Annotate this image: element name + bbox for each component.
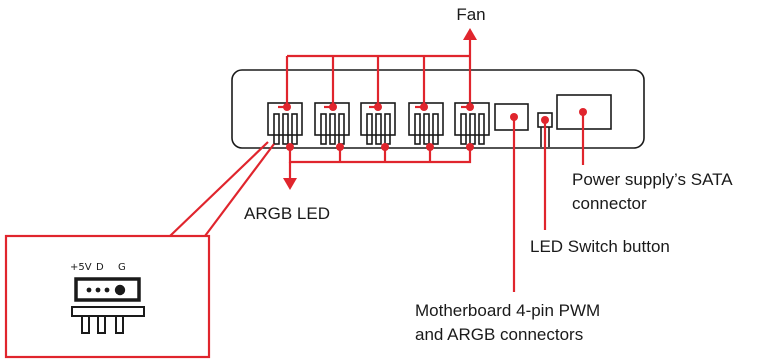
power-supply-label-line2: connector bbox=[572, 194, 647, 213]
sata-leader bbox=[579, 108, 587, 165]
motherboard-label-line1: Motherboard 4-pin PWM bbox=[415, 301, 600, 320]
led-switch-label: LED Switch button bbox=[530, 237, 670, 256]
pin-label-ground: G bbox=[118, 262, 126, 273]
argb-pinout-header bbox=[71, 277, 145, 334]
motherboard-connector bbox=[494, 103, 529, 131]
fan-wiring bbox=[278, 54, 474, 111]
pinout-callout-lines bbox=[169, 141, 275, 237]
motherboard-leader bbox=[510, 113, 518, 292]
motherboard-label-line2: and ARGB connectors bbox=[415, 325, 583, 344]
led-switch-leader bbox=[541, 116, 549, 230]
power-supply-label-line1: Power supply’s SATA bbox=[572, 170, 733, 189]
pin-label-5v: +5V bbox=[70, 262, 92, 273]
fan-label: Fan bbox=[456, 5, 485, 24]
argb-wiring bbox=[286, 143, 474, 164]
argb-led-label: ARGB LED bbox=[244, 204, 330, 223]
fan-connector-4 bbox=[408, 102, 444, 145]
pin-label-data: D bbox=[96, 262, 104, 273]
fan-connector-5 bbox=[454, 102, 490, 145]
fan-arrow bbox=[463, 28, 477, 56]
argb-arrow bbox=[283, 162, 297, 190]
fan-connector-1 bbox=[267, 102, 303, 145]
